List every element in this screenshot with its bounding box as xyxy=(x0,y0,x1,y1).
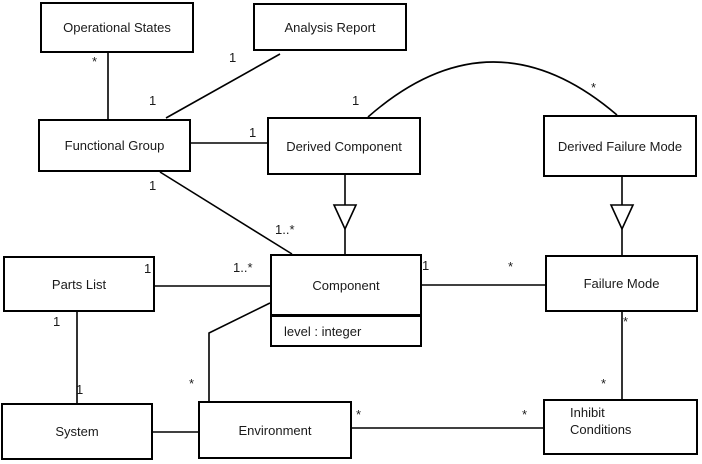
class-environment[interactable]: Environment xyxy=(198,401,352,459)
class-analysis-report[interactable]: Analysis Report xyxy=(253,3,407,51)
class-failure-mode[interactable]: Failure Mode xyxy=(545,255,698,312)
multiplicity-label: 1 xyxy=(422,258,430,273)
multiplicity-label: 1 xyxy=(53,314,61,329)
class-derived-component[interactable]: Derived Component xyxy=(267,117,421,175)
class-parts-list[interactable]: Parts List xyxy=(3,256,155,312)
multiplicity-label: * xyxy=(623,314,629,329)
multiplicity-label: 1 xyxy=(249,125,257,140)
multiplicity-label: * xyxy=(189,376,195,391)
class-name: Environment xyxy=(238,422,312,438)
multiplicity-label: 1 xyxy=(229,50,237,65)
multiplicity-label: * xyxy=(591,80,597,95)
class-functional-group[interactable]: Functional Group xyxy=(38,119,191,172)
class-name: Parts List xyxy=(51,276,107,292)
class-name-compartment: Component xyxy=(272,256,420,317)
association-analysis-report-functional-group xyxy=(165,53,281,119)
class-name: Derived Component xyxy=(286,138,402,154)
association-derived-component-derived-failure-mode xyxy=(367,61,618,118)
multiplicity-label: 1 xyxy=(149,93,157,108)
class-name-line-1: Inhibit xyxy=(570,405,605,420)
multiplicity-label: * xyxy=(601,376,607,391)
class-component[interactable]: Component level : integer xyxy=(270,254,422,347)
class-name: Derived Failure Mode xyxy=(557,138,683,154)
multiplicity-label: 1 xyxy=(144,261,152,276)
generalization-derived-failure-mode-failure-mode xyxy=(609,177,635,255)
generalization-derived-component-component xyxy=(332,175,358,254)
multiplicity-label: * xyxy=(522,407,528,422)
multiplicity-label: 1 xyxy=(352,93,360,108)
multiplicity-label: * xyxy=(356,407,362,422)
class-derived-failure-mode[interactable]: Derived Failure Mode xyxy=(543,115,697,177)
class-attribute-compartment: level : integer xyxy=(272,317,420,345)
class-name: Functional Group xyxy=(64,138,165,153)
association-environment-component xyxy=(208,302,271,401)
multiplicity-label: * xyxy=(92,54,98,69)
class-attribute: level : integer xyxy=(284,323,362,339)
multiplicity-label: 1 xyxy=(149,178,157,193)
class-name: System xyxy=(55,424,99,439)
association-functional-group-component xyxy=(159,171,293,255)
class-system[interactable]: System xyxy=(1,403,153,460)
multiplicity-label: 1..* xyxy=(275,222,295,237)
class-inhibit-conditions[interactable]: Inhibit Conditions xyxy=(543,399,698,455)
class-name: Analysis Report xyxy=(284,19,376,35)
multiplicity-label: 1 xyxy=(76,382,84,397)
generalization-arrow-icon xyxy=(332,204,358,231)
class-name: Operational States xyxy=(63,20,171,35)
multiplicity-label: * xyxy=(508,259,514,274)
class-operational-states[interactable]: Operational States xyxy=(40,2,194,53)
class-name-line-2: Conditions xyxy=(570,422,632,437)
class-name: Failure Mode xyxy=(583,276,660,291)
multiplicity-label: 1..* xyxy=(233,260,253,275)
class-name: Component xyxy=(312,277,380,293)
generalization-arrow-icon xyxy=(609,204,635,231)
